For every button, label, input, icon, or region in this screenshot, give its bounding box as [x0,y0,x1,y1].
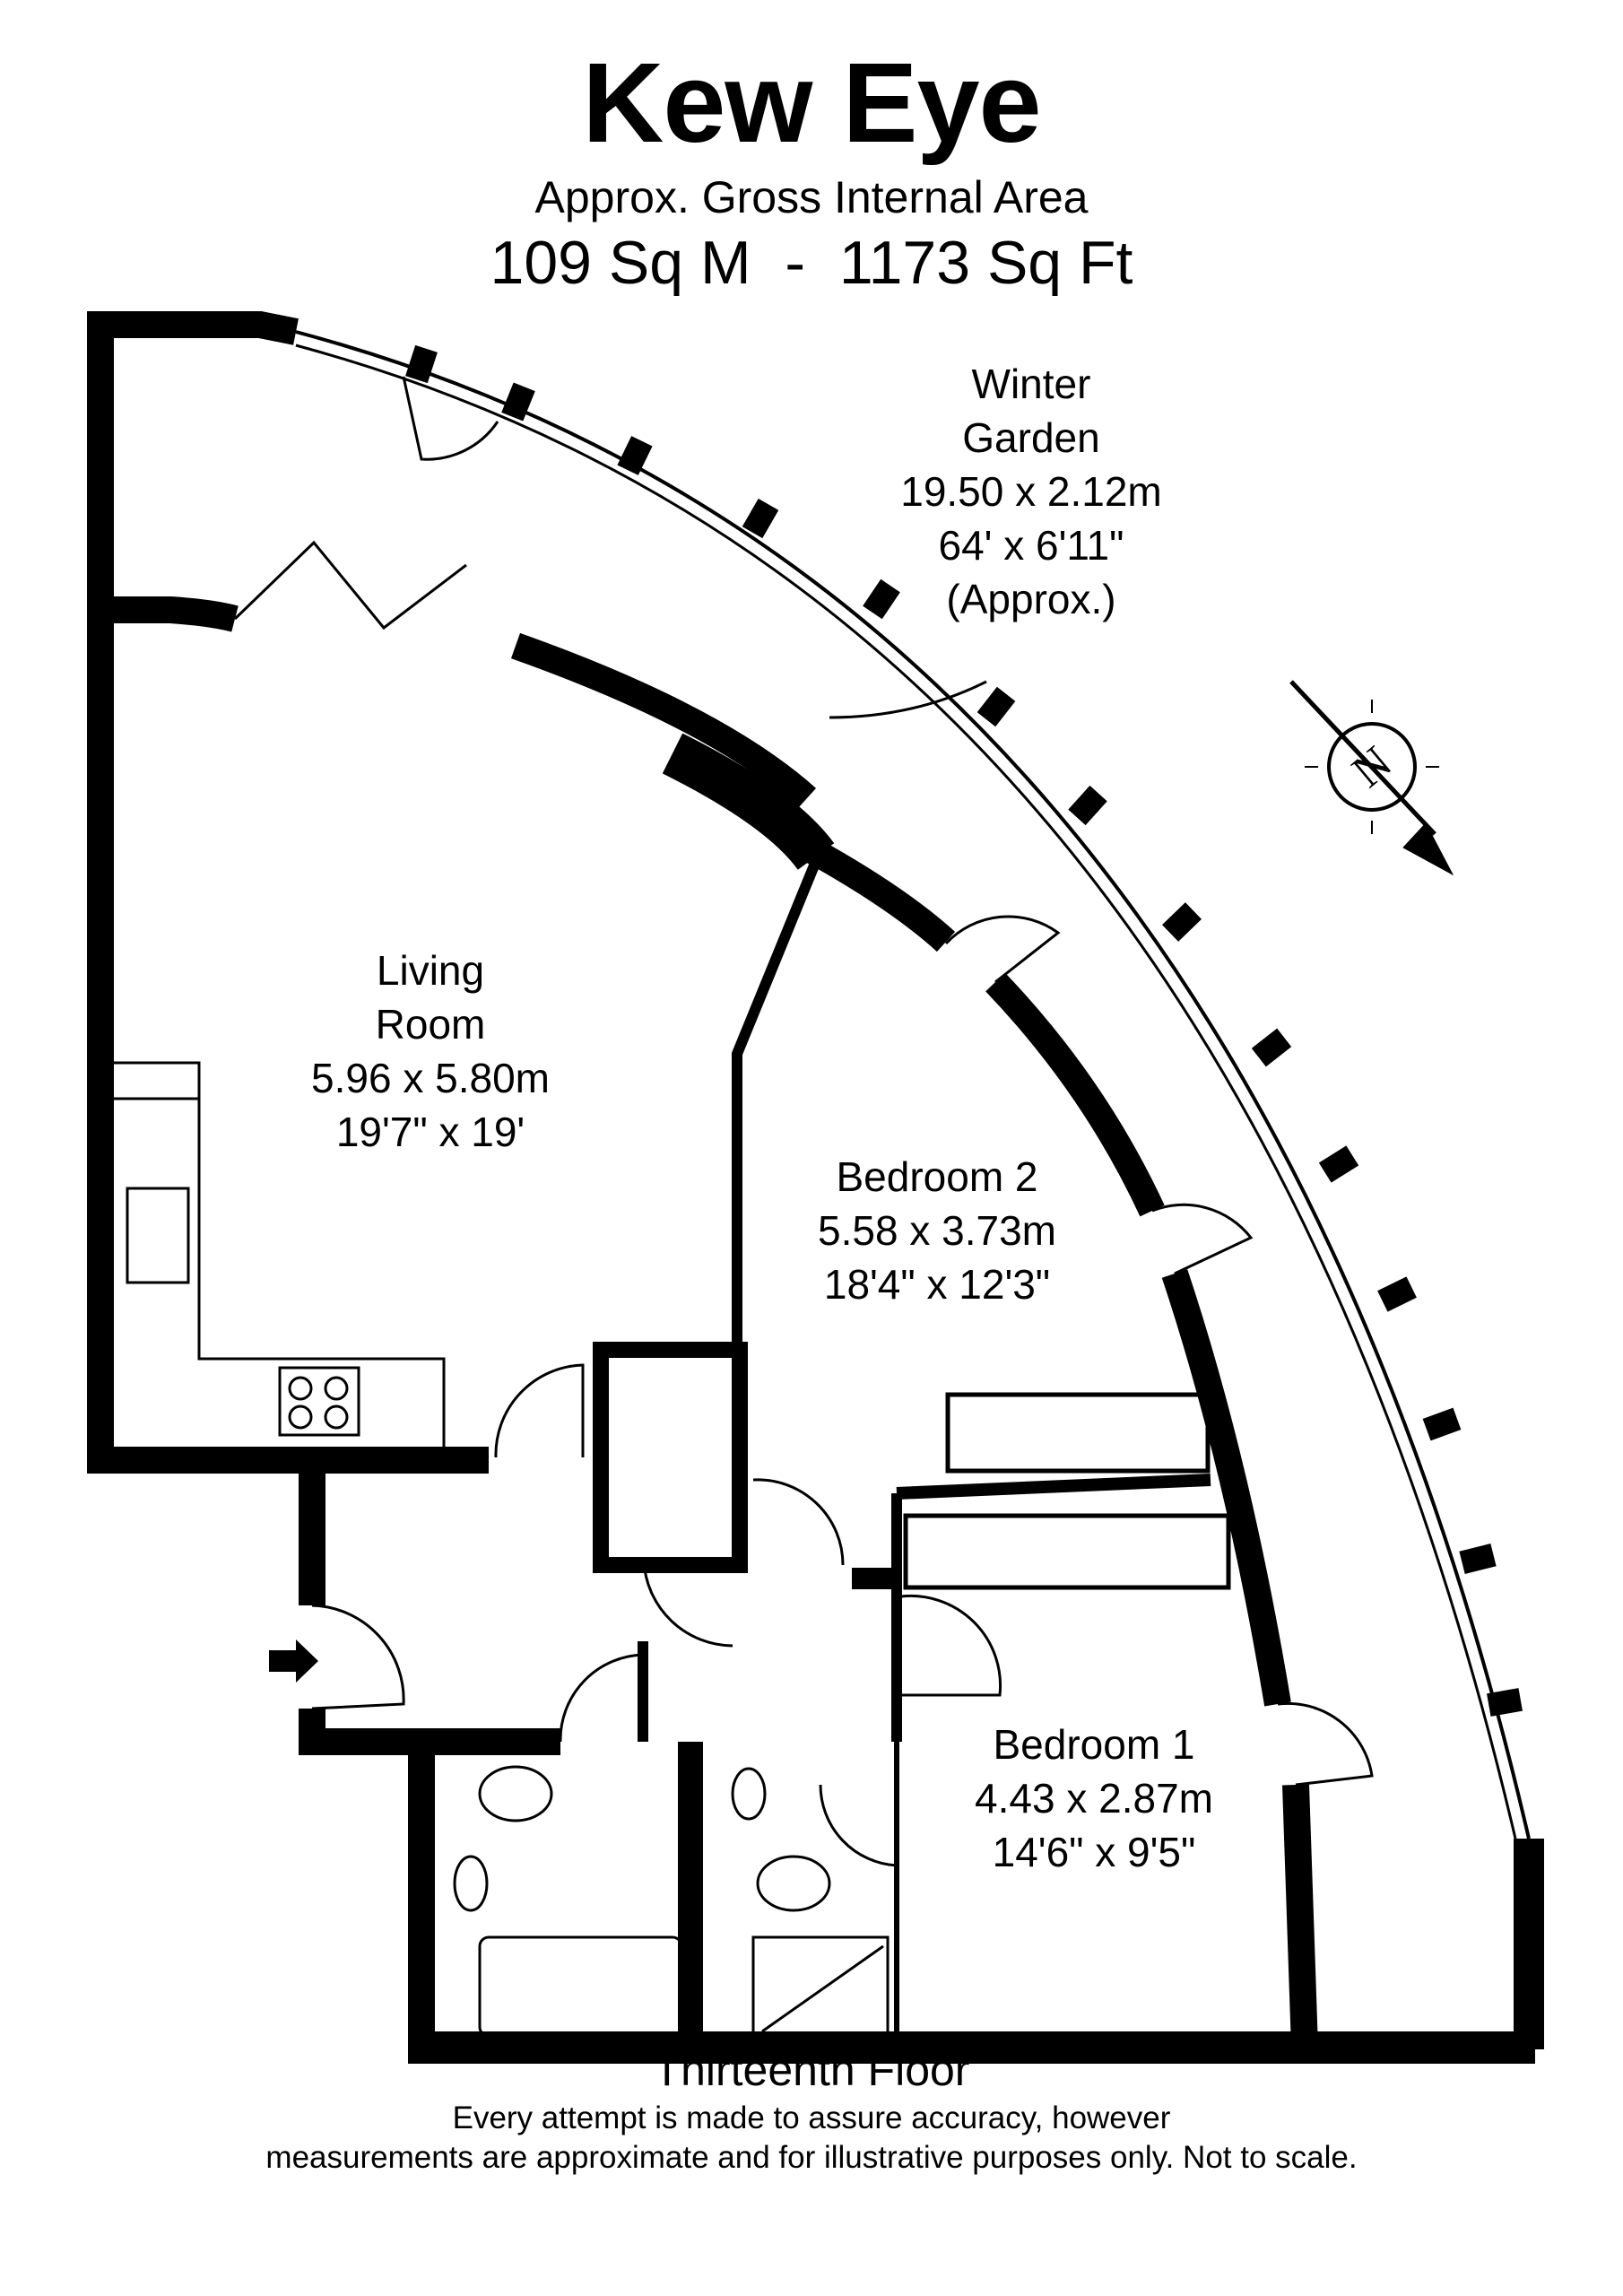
wall-living-top [87,596,239,632]
mullions [405,344,1523,1717]
property-title: Kew Eye [582,39,1041,166]
exterior-walls [87,311,1544,2064]
doors [233,376,1374,1867]
area-value: 109 Sq M - 1173 Sq Ft [490,229,1133,297]
wall-top-left [87,311,299,345]
room-living: Living Room 5.96 x 5.80m 19'7" x 19' [260,944,601,1159]
disclaimer-line-1: Every attempt is made to assure accuracy… [452,2100,1171,2135]
interior-walls [87,596,1318,2048]
entrance-arrow [269,1639,318,1683]
room-metric: 19.50 x 2.12m [900,468,1162,515]
room-imperial: 19'7" x 19' [335,1109,525,1155]
room-name: Living [376,947,485,994]
wall-winter-inner-2 [662,733,835,871]
room-note: (Approx.) [946,576,1116,622]
wall-winter-inner-1 [510,632,817,809]
wardrobe-bed1 [903,1513,1231,1590]
compass: N [1289,680,1454,876]
entrance-arrow-icon [269,1639,318,1683]
room-bedroom-2: Bedroom 2 5.58 x 3.73m 18'4" x 12'3" [767,1150,1107,1311]
wall-bed2-curve [985,972,1165,1217]
room-metric: 5.58 x 3.73m [818,1207,1056,1254]
bath [478,1935,683,2038]
basin-main [453,1855,489,1912]
room-imperial: 18'4" x 12'3" [823,1261,1051,1308]
room-imperial: 64' x 6'11" [938,522,1124,569]
floor-label: Thirteenth Floor [653,2045,970,2095]
room-imperial: 14'6" x 9'5" [992,1829,1196,1875]
toilet-ensuite [756,1855,831,1912]
room-name: Garden [962,414,1100,461]
shower [751,1935,890,2038]
room-name: Bedroom 1 [993,1721,1195,1768]
room-metric: 5.96 x 5.80m [311,1055,550,1101]
toilet-main [478,1765,553,1822]
wall-bed1-curve [1282,1784,1318,2048]
room-bedroom-1: Bedroom 1 4.43 x 2.87m 14'6" x 9'5" [924,1718,1264,1879]
wall-bed2-curve-lower [1161,1269,1291,1707]
compass-icon [1327,722,1417,812]
room-name: Room [375,1001,486,1048]
kitchen [114,1061,446,1447]
hob [278,1366,360,1437]
basin-ensuite [731,1767,767,1821]
cupboard [593,1342,748,1573]
sink [126,1187,190,1284]
area-label: Approx. Gross Internal Area [534,172,1089,222]
room-winter-garden: Winter Garden 19.50 x 2.12m 64' x 6'11" … [861,357,1202,626]
winter-garden-pointer [829,680,987,719]
wardrobe-bed2 [945,1392,1211,1474]
wall-winter-inner-3 [800,835,956,952]
bathroom-fixtures [453,1765,890,2038]
disclaimer: Every attempt is made to assure accuracy… [0,2099,1623,2178]
kitchen-worktop [114,1061,446,1447]
wall-bed1-top [896,1474,1211,1500]
glazing-outer-curve [295,330,1531,1839]
room-name: Bedroom 2 [836,1153,1038,1200]
disclaimer-line-2: measurements are approximate and for ill… [265,2140,1358,2175]
glazing-inner-curve [295,344,1517,1839]
room-metric: 4.43 x 2.87m [975,1775,1213,1822]
room-name: Winter [971,361,1091,407]
